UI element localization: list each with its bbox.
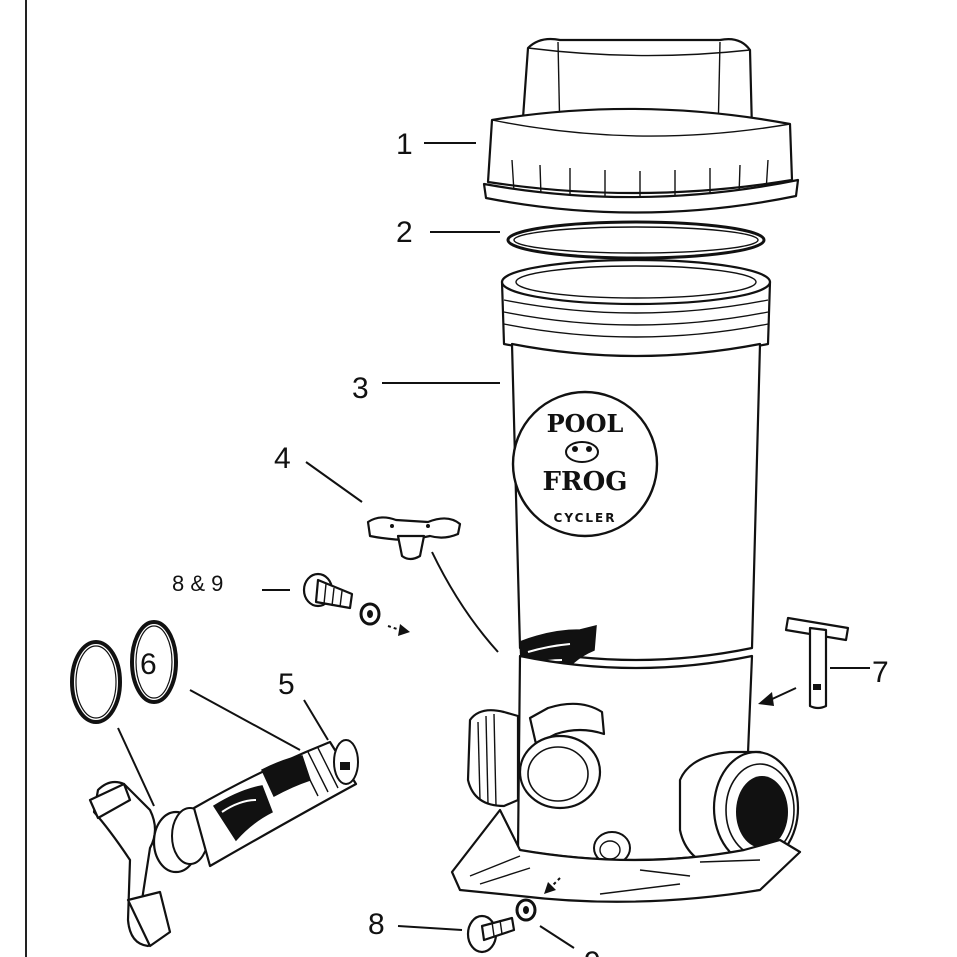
direction-arrows bbox=[387, 624, 797, 894]
part-8-9-screw-washer bbox=[302, 572, 381, 626]
callout-1: 1 bbox=[396, 128, 413, 161]
part-1-cap bbox=[482, 37, 800, 214]
callout-3: 3 bbox=[352, 372, 369, 405]
callout-9: 9 bbox=[584, 946, 601, 957]
part-9-bottom-washer bbox=[515, 898, 537, 922]
logo-line2: FROG bbox=[543, 467, 628, 497]
callout-8: 8 bbox=[368, 908, 385, 941]
part-6-o-rings bbox=[70, 620, 178, 724]
callout-7: 7 bbox=[872, 656, 889, 689]
part-7-t-key bbox=[784, 616, 850, 710]
frog-face bbox=[565, 441, 599, 463]
inlet-port-left bbox=[466, 709, 520, 808]
callout-6: 6 bbox=[140, 648, 157, 681]
logo-line1: POOL bbox=[547, 409, 624, 438]
part-2-o-ring bbox=[506, 220, 766, 260]
callout-5: 5 bbox=[278, 668, 295, 701]
part-3-canister: POOL FROG CYCLER bbox=[450, 258, 802, 903]
logo-line3: CYCLER bbox=[554, 511, 617, 525]
part-8-bottom-screw bbox=[466, 914, 516, 954]
callout-2: 2 bbox=[396, 216, 413, 249]
callout-8-and-9: 8 & 9 bbox=[172, 571, 223, 596]
outlet-port-right bbox=[678, 750, 800, 872]
part-5-valve-stem bbox=[88, 739, 359, 948]
leader-lines bbox=[117, 142, 870, 949]
logo-oval bbox=[511, 390, 659, 538]
part-4-knob bbox=[366, 516, 462, 561]
callout-4: 4 bbox=[274, 442, 291, 475]
